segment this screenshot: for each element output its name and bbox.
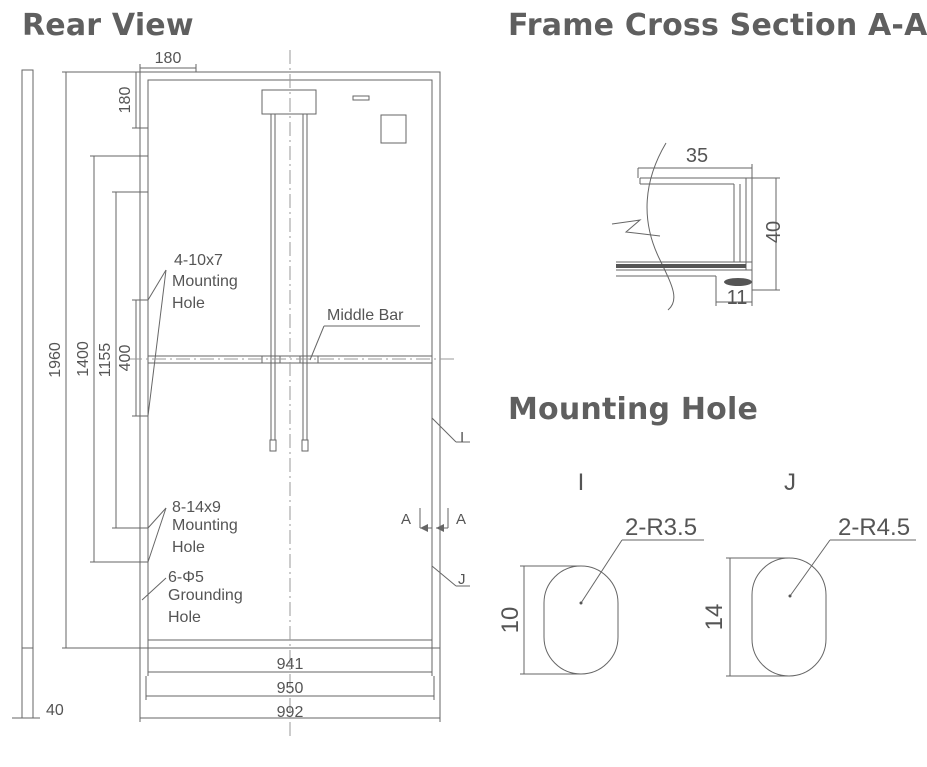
dim-label-180-width: 180	[155, 50, 182, 67]
section-dim-11: 11	[727, 287, 748, 309]
laminate-glass	[616, 264, 746, 268]
dim-label-950: 950	[277, 680, 304, 697]
marker-j: J	[458, 571, 466, 588]
rear-view-title: Rear View	[22, 8, 194, 43]
frame-sealant	[724, 278, 752, 286]
grounding-hole-label-2: Hole	[168, 609, 201, 626]
cable-connector-positive	[301, 439, 309, 452]
dim-label-1400: 1400	[75, 341, 92, 377]
mounting-hole-j-slot	[751, 557, 827, 677]
section-arrow-right	[436, 524, 444, 532]
dim-label-400: 400	[117, 345, 134, 372]
small-mounting-hole-callout: 4-10x7	[174, 252, 223, 269]
middle-bar-label: Middle Bar	[327, 307, 404, 324]
panel-outline	[139, 71, 441, 649]
section-dim-35: 35	[686, 145, 708, 167]
small-mounting-hole-label: Mounting	[172, 273, 238, 290]
grounding-hole-label: Grounding	[168, 587, 243, 604]
dim-label-thickness: 40	[46, 702, 64, 719]
section-break-curve	[646, 142, 675, 311]
cable-connector-negative	[269, 439, 277, 452]
hole-label-j: J	[784, 469, 796, 496]
large-mounting-hole-label-2: Hole	[172, 539, 205, 556]
hole-i-height: 10	[497, 607, 524, 634]
section-marker-a-right: A	[456, 511, 466, 528]
frame-section-title: Frame Cross Section A-A	[508, 8, 927, 43]
mounting-hole-title: Mounting Hole	[508, 392, 759, 427]
hole-j-radius: 2-R4.5	[838, 514, 910, 541]
side-profile	[21, 69, 34, 649]
section-marker-a-left: A	[401, 511, 411, 528]
large-mounting-hole-label: Mounting	[172, 517, 238, 534]
nameplate	[380, 114, 407, 144]
section-dim-40: 40	[763, 221, 785, 243]
hole-j-height: 14	[701, 604, 728, 631]
hole-label-i: I	[578, 469, 585, 496]
mounting-hole-i-slot	[543, 565, 619, 675]
junction-box	[261, 89, 317, 115]
dim-label-1960: 1960	[47, 342, 64, 378]
grounding-hole-callout: 6-Φ5	[168, 569, 204, 586]
dim-label-180-height: 180	[117, 87, 134, 114]
large-mounting-hole-callout: 8-14x9	[172, 499, 221, 516]
hole-i-radius: 2-R3.5	[625, 514, 697, 541]
dim-label-941: 941	[277, 656, 304, 673]
dim-label-992: 992	[277, 704, 304, 721]
section-arrow-left	[420, 524, 428, 532]
dim-label-1155: 1155	[97, 343, 114, 378]
label-plate	[352, 95, 370, 101]
marker-i: I	[460, 429, 464, 446]
small-mounting-hole-label-2: Hole	[172, 295, 205, 312]
